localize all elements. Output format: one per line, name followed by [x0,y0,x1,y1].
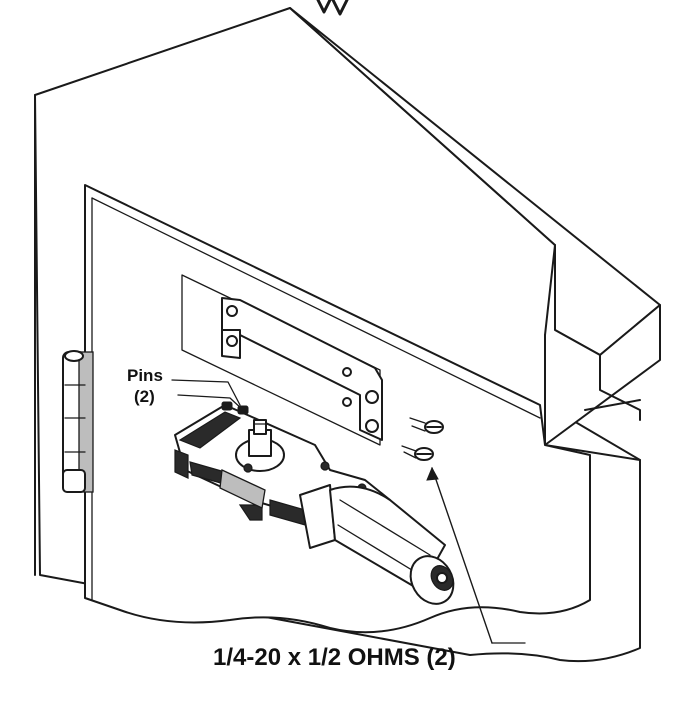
mounting-bracket [221,297,383,441]
label-pins: Pins [127,366,163,385]
screw-upper [409,417,444,434]
label-pins-count: (2) [134,387,155,406]
label-screws: 1/4-20 x 1/2 OHMS (2) [213,644,456,671]
door-closer [174,401,455,605]
cropped-title-fragment [316,0,349,16]
screw-lower [401,445,434,461]
header-block [289,7,661,461]
door-hinge [62,350,94,493]
leader-lines [171,379,526,644]
